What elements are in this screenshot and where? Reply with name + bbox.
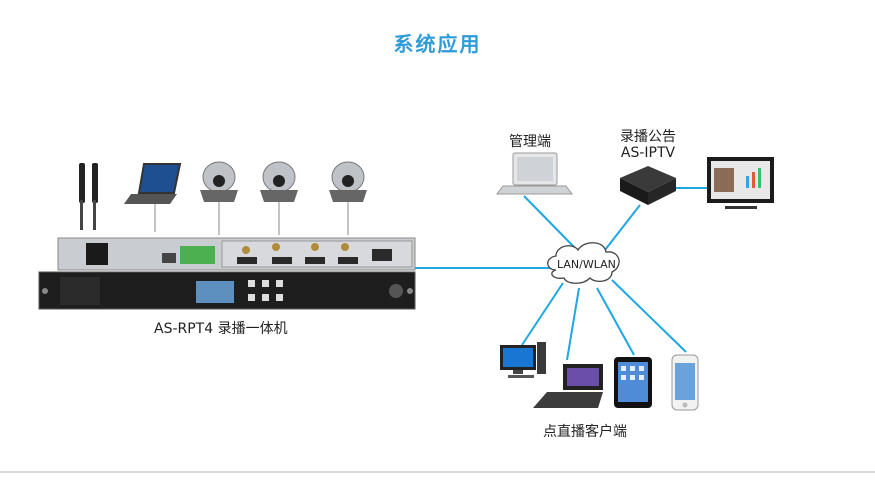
link-tablet [596,287,635,356]
link-iptv [604,204,641,251]
laptop-icon [124,163,182,232]
iptv-box-icon [620,166,676,205]
iptv-label-line2: AS-IPTV [620,145,676,161]
network-label: LAN/WLAN [557,258,616,271]
admin-label: 管理端 [509,134,551,150]
tablet-icon [614,357,652,408]
microphone-icon [79,163,98,230]
page-title: 系统应用 [393,32,482,56]
network-cloud-icon [547,242,620,284]
phone-icon [671,354,699,411]
link-desktop [521,282,564,346]
client-laptop-icon [533,364,603,408]
admin-laptop-icon [496,152,573,195]
desktop-computer-icon [500,342,546,378]
camera-icon [260,161,298,235]
link-phone [611,279,687,353]
recorder-label: AS-RPT4 录播一体机 [154,321,288,337]
bottom-divider [0,471,875,473]
network-links [415,187,712,361]
iptv-label-line1: 录播公告 [620,129,676,145]
camera-icon [329,161,367,235]
link-admin [523,195,576,249]
recorder-front-panel [38,271,416,310]
tv-icon [707,157,774,209]
recorder-back-panel [57,237,416,271]
camera-icon [200,161,238,235]
clients-label: 点直播客户端 [543,424,627,440]
link-laptop [566,287,580,361]
